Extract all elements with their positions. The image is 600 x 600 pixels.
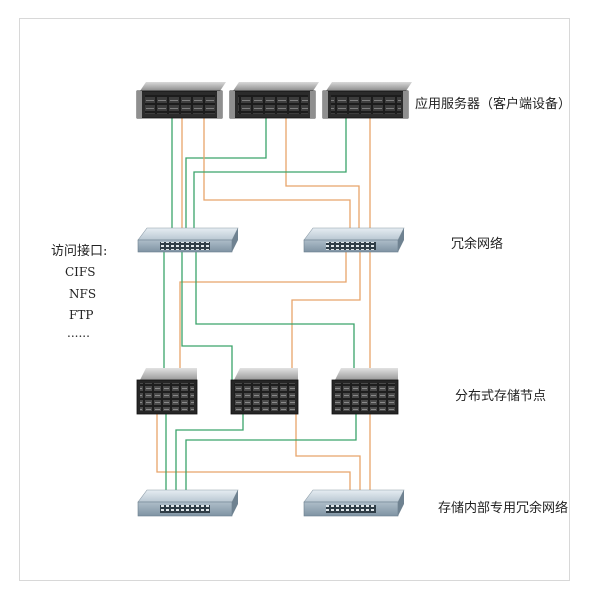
- network-switch-icon: [303, 489, 405, 517]
- rack-server-icon: [322, 82, 412, 119]
- access-interface-label: 访问接口:: [51, 244, 108, 259]
- link-green: [175, 413, 244, 500]
- rack-server-icon: [136, 82, 226, 119]
- link-green: [185, 413, 357, 500]
- network-switch-icon: [137, 489, 239, 517]
- network-switch-icon: [137, 227, 239, 253]
- app-servers-label: 应用服务器（客户端设备）: [415, 97, 572, 112]
- link-orange: [203, 118, 351, 240]
- rack-server-icon: [229, 82, 319, 119]
- storage-node-icon: [136, 368, 198, 415]
- protocol-cifs: CIFS: [65, 265, 96, 279]
- network-switch-icon: [303, 227, 405, 253]
- link-green: [181, 252, 233, 380]
- internal-network-label: 存储内部专用冗余网络: [438, 501, 569, 516]
- storage-nodes-label: 分布式存储节点: [455, 389, 547, 404]
- link-green: [195, 252, 355, 380]
- link-green: [193, 118, 347, 240]
- diagram-frame: [19, 18, 570, 581]
- link-orange: [291, 252, 361, 380]
- cables: [156, 118, 371, 500]
- protocol-ftp: FTP: [69, 308, 94, 322]
- link-orange: [285, 118, 360, 240]
- redundant-network-label: 冗余网络: [451, 237, 504, 252]
- link-orange: [179, 252, 347, 380]
- protocol-more: ......: [67, 326, 90, 340]
- link-orange: [156, 413, 351, 500]
- link-green: [185, 118, 267, 240]
- storage-node-icon: [331, 368, 399, 415]
- protocol-nfs: NFS: [69, 287, 97, 301]
- storage-node-icon: [230, 368, 299, 415]
- link-orange: [295, 413, 361, 500]
